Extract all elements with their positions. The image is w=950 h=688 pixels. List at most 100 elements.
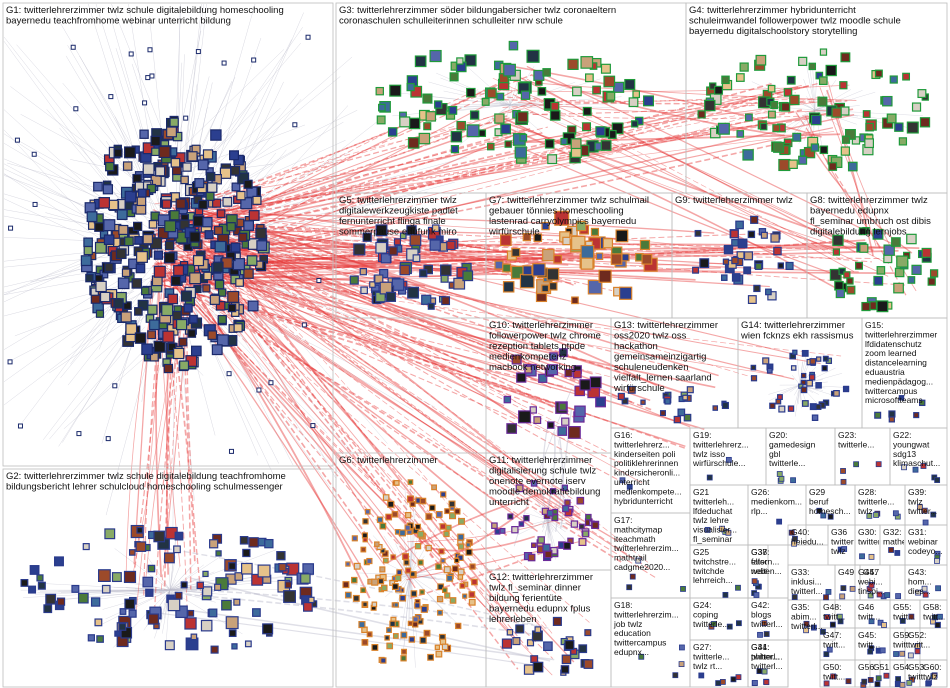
- node-g4: [789, 94, 800, 106]
- group-label-g3-line-1: coronaschulen schulleiterinnen schulleit…: [339, 16, 563, 27]
- node-g6: [371, 644, 379, 651]
- node-g10: [579, 379, 591, 391]
- node-g9: [753, 284, 761, 293]
- node-g14: [766, 367, 773, 374]
- node-g1: [189, 314, 198, 324]
- background-edge: [228, 301, 414, 411]
- node-g10: [595, 396, 606, 408]
- node-g27: [715, 680, 722, 686]
- group-label-g53-line-0: G53:: [908, 662, 926, 672]
- node-g3: [549, 110, 561, 121]
- group-label-g8-line-1: bayernedu edupnx: [810, 206, 889, 217]
- node-g1-outlier: [228, 448, 234, 454]
- node-g2: [190, 633, 198, 641]
- node-g8: [858, 227, 867, 236]
- node-g4: [808, 62, 817, 71]
- node-g3: [406, 82, 415, 92]
- node-g10: [572, 369, 582, 379]
- node-g2: [234, 572, 244, 581]
- node-g6: [457, 568, 465, 576]
- cluster-edge: [409, 526, 438, 576]
- node-g4: [862, 110, 871, 118]
- node-g6: [401, 648, 407, 655]
- cluster-edge: [509, 103, 630, 106]
- group-label-g29-line-2: homesch...: [809, 506, 851, 516]
- group-label-g55-line-1: twitt...: [893, 611, 915, 621]
- node-g11: [549, 488, 557, 495]
- node-g2: [248, 537, 259, 548]
- node-g6: [380, 657, 387, 664]
- group-label-g7-line-0: G7: twitterlehrerzimmer twlz schulmail: [489, 195, 649, 206]
- group-edge-G3-G4: [517, 101, 834, 114]
- group-edge-G1-G6: [195, 267, 443, 556]
- node-g9: [723, 244, 734, 255]
- node-g14: [750, 375, 758, 382]
- node-g1: [233, 323, 243, 333]
- group-edge-G1-G4: [154, 85, 802, 248]
- node-g6: [414, 523, 421, 530]
- group-label-g23-line-0: G23:: [838, 430, 856, 440]
- node-g9: [785, 261, 794, 271]
- node-g5: [388, 246, 398, 256]
- node-g5: [380, 253, 392, 264]
- node-g2: [82, 543, 90, 551]
- node-g2: [145, 588, 154, 597]
- node-g47: [826, 646, 833, 653]
- node-g5: [385, 291, 397, 302]
- node-g1: [161, 199, 172, 209]
- node-g10: [516, 372, 527, 383]
- node-g43: [921, 585, 928, 592]
- node-g14: [778, 405, 786, 413]
- group-label-g19-line-1: twitterlehrerz...: [693, 439, 749, 449]
- node-g38: [753, 592, 760, 598]
- node-g12: [515, 624, 525, 634]
- node-g10: [547, 364, 559, 376]
- group-label-g45-line-0: G45:: [858, 630, 876, 640]
- node-g3: [519, 133, 528, 142]
- node-g2: [118, 622, 127, 631]
- background-edge: [239, 118, 381, 230]
- node-g1: [155, 166, 166, 177]
- node-g2: [114, 630, 121, 637]
- group-label-g41-line-0: G41:: [751, 642, 769, 652]
- node-g1: [147, 330, 157, 340]
- node-g10: [524, 365, 533, 374]
- cluster-edge: [487, 104, 511, 122]
- node-g1: [205, 191, 215, 201]
- group-label-g24-line-0: G24:: [693, 600, 711, 610]
- node-g12: [532, 661, 544, 673]
- node-g6: [362, 601, 368, 608]
- node-g33: [825, 588, 832, 595]
- node-g19: [706, 474, 713, 481]
- node-g10: [567, 426, 581, 439]
- node-g7: [580, 256, 594, 270]
- cluster-edge: [812, 64, 816, 111]
- group-edge-G1-G10: [178, 218, 552, 389]
- group-edge-G1-G4: [156, 134, 814, 265]
- node-g2: [264, 538, 274, 549]
- group-label-g38-line-2: neben...: [751, 566, 782, 576]
- group-label-g15-line-1: twitterlehrerzimmer: [865, 329, 937, 339]
- node-g6: [443, 566, 451, 574]
- group-label-g42-line-1: blogs: [751, 609, 771, 619]
- node-g58: [937, 613, 943, 620]
- background-edge: [205, 12, 304, 241]
- cluster-edge: [814, 91, 876, 111]
- node-g1: [153, 250, 164, 260]
- node-g1: [117, 277, 130, 290]
- group-label-g44-line-0: G44:: [858, 567, 876, 577]
- node-g8: [876, 300, 889, 313]
- node-g2: [202, 570, 209, 578]
- node-g9: [770, 233, 780, 243]
- node-g5: [440, 264, 452, 276]
- group-label-g59-line-1: twitt...: [893, 639, 915, 649]
- node-g1: [134, 307, 143, 316]
- node-g4: [917, 89, 927, 99]
- node-g1: [150, 135, 161, 147]
- node-g6: [352, 594, 360, 602]
- node-g7: [546, 268, 560, 281]
- node-g5: [421, 294, 432, 305]
- node-g11: [562, 505, 570, 513]
- cluster-edge: [169, 549, 277, 591]
- node-g4: [841, 135, 851, 144]
